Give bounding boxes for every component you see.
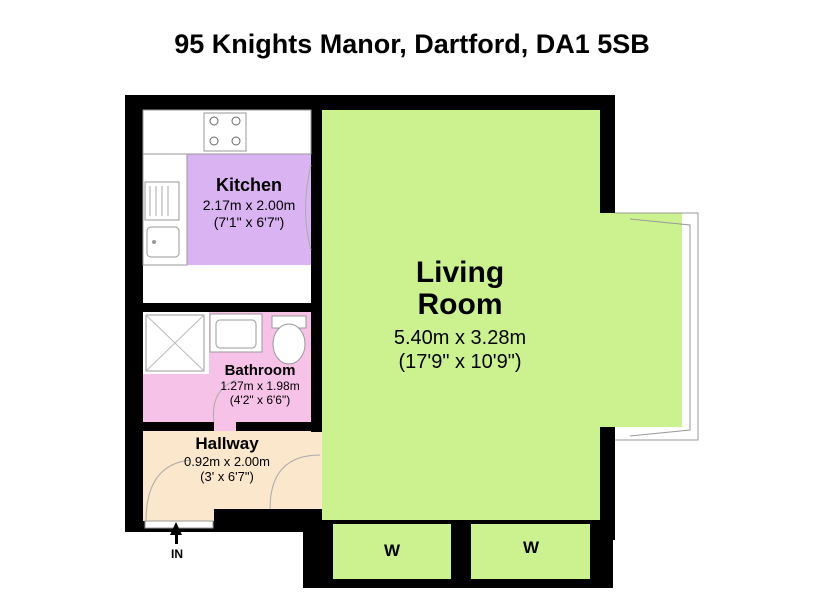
- bathroom-dim-metric: 1.27m x 1.98m: [220, 379, 299, 393]
- hob-ring-icon: [231, 136, 241, 146]
- interior-walls: [125, 110, 600, 580]
- hallway-floor: [143, 431, 322, 521]
- bay-window: [615, 212, 699, 441]
- living-room-dim-metric: 5.40m x 3.28m: [394, 327, 526, 349]
- kitchen-fixtures: [142, 109, 312, 266]
- bathroom-fixtures: [145, 313, 307, 372]
- kitchen-dim-metric: 2.17m x 2.00m: [203, 197, 296, 213]
- entrance-label: IN: [171, 547, 183, 561]
- living-room-floor: [322, 110, 600, 520]
- entrance-marker: [144, 520, 214, 544]
- wardrobe-left-label: W: [384, 541, 401, 560]
- hallway-name: Hallway: [195, 434, 259, 453]
- kitchen-floor: [187, 154, 311, 265]
- kitchen-sink-icon: [146, 226, 180, 258]
- room-labels: Living Room 5.40m x 3.28m (17'9" x 10'9"…: [171, 175, 540, 561]
- living-room-dim-imperial: (17'9" x 10'9"): [398, 351, 521, 373]
- kitchen-dim-imperial: (7'1" x 6'7"): [214, 214, 285, 230]
- hallway-dim-metric: 0.92m x 2.00m: [184, 454, 270, 469]
- hob: [203, 112, 247, 152]
- doors: [145, 164, 321, 522]
- hob-ring-icon: [231, 116, 241, 126]
- wardrobe-right-floor: [471, 524, 590, 579]
- property-address: 95 Knights Manor, Dartford, DA1 5SB: [174, 29, 650, 59]
- wardrobe-right-label: W: [523, 538, 540, 557]
- hallway-dim-imperial: (3' x 6'7"): [200, 469, 254, 484]
- entrance-arrow-icon: [170, 522, 182, 535]
- living-room-bay: [598, 213, 682, 427]
- living-room-name-line1: Living: [416, 256, 504, 289]
- hob-ring-icon: [209, 116, 219, 126]
- bathroom-name: Bathroom: [225, 362, 296, 379]
- living-room-name-line2: Room: [418, 288, 503, 321]
- kitchen-name: Kitchen: [216, 175, 282, 195]
- hob-ring-icon: [209, 136, 219, 146]
- bathroom-dim-imperial: (4'2" x 6'6"): [230, 393, 290, 407]
- bathroom-floor: [143, 312, 311, 431]
- toilet-icon: [272, 323, 306, 365]
- wardrobe-left-floor: [333, 524, 451, 579]
